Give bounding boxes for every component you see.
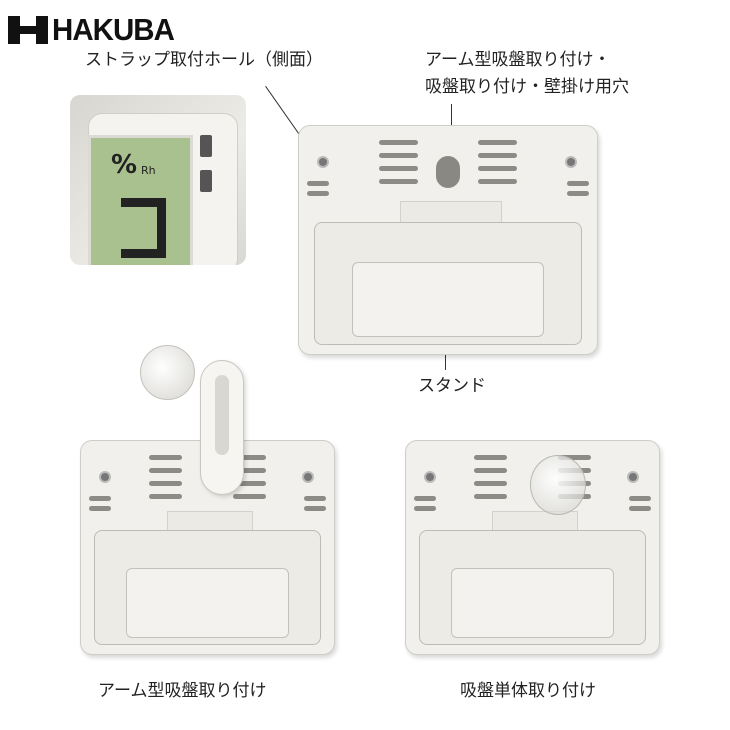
suction-cup-icon — [140, 345, 195, 400]
screw-icon — [317, 156, 329, 168]
mount-hole-label-line1: アーム型吸盤取り付け・ — [425, 50, 611, 70]
wall-hang-hole-icon — [436, 156, 460, 188]
screw-icon — [627, 471, 639, 483]
vent-slot — [149, 455, 183, 460]
vent-slot — [474, 494, 508, 499]
vent-slot — [379, 140, 419, 145]
vent-slot — [477, 153, 517, 158]
vent-slot — [477, 179, 517, 184]
vent-slot — [414, 496, 436, 501]
label-plate — [167, 511, 254, 533]
vent-slot — [477, 140, 517, 145]
vent-slot — [557, 455, 591, 460]
device-suction-view — [405, 440, 660, 655]
vent-slot — [307, 191, 329, 196]
label-plate — [400, 201, 502, 225]
vent-slot — [149, 468, 183, 473]
strap-hole-closeup: % Rh — [70, 95, 246, 265]
humidity-unit: % — [111, 150, 138, 180]
vent-slot — [232, 481, 266, 486]
vent-slot — [232, 494, 266, 499]
stand-label: スタンド — [418, 376, 486, 396]
arm-slot — [215, 375, 229, 455]
vent-slot — [567, 181, 589, 186]
lcd-screen: % Rh — [88, 135, 193, 265]
strap-leader-line — [265, 86, 301, 136]
mount-hole-label-line2: 吸盤取り付け・壁掛け用穴 — [425, 77, 629, 97]
vent-slot — [89, 496, 111, 501]
suction-cup-clear-icon — [530, 455, 586, 515]
vent-slot — [567, 191, 589, 196]
stand — [93, 530, 322, 646]
vent-slot — [304, 506, 326, 511]
stand — [313, 221, 583, 345]
strap-hole-label: ストラップ取付ホール（側面） — [85, 50, 323, 70]
vent-slot — [89, 506, 111, 511]
vent-slot — [474, 455, 508, 460]
screw-icon — [99, 471, 111, 483]
vent-slot — [379, 166, 419, 171]
vent-slot — [307, 181, 329, 186]
vent-slot — [379, 179, 419, 184]
humidity-sub: Rh — [141, 164, 156, 177]
caption-suction-only: 吸盤単体取り付け — [460, 681, 596, 701]
stand — [418, 530, 647, 646]
vent-slot — [629, 506, 651, 511]
screw-icon — [565, 156, 577, 168]
battery-cover — [126, 567, 289, 638]
hakuba-logo: HAKUBA — [8, 12, 180, 48]
vent-slot — [414, 506, 436, 511]
vent-slot — [304, 496, 326, 501]
battery-cover — [451, 567, 614, 638]
screw-icon — [302, 471, 314, 483]
suction-arm — [200, 360, 244, 495]
vent-slot — [474, 468, 508, 473]
label-plate — [492, 511, 579, 533]
vent-slot — [232, 455, 266, 460]
vent-slot — [379, 153, 419, 158]
vent-slot — [232, 468, 266, 473]
strap-hole-icon — [200, 135, 212, 157]
vent-slot — [474, 481, 508, 486]
vent-slot — [149, 481, 183, 486]
logo-text: HAKUBA — [52, 12, 175, 47]
strap-hole-icon — [200, 170, 212, 192]
vent-slot — [477, 166, 517, 171]
device-back-view — [298, 125, 598, 355]
battery-cover — [352, 261, 544, 337]
vent-slot — [149, 494, 183, 499]
caption-arm-suction: アーム型吸盤取り付け — [98, 681, 267, 701]
device-arm-suction-view — [80, 440, 335, 655]
screw-icon — [424, 471, 436, 483]
lcd-digit — [121, 198, 166, 258]
vent-slot — [629, 496, 651, 501]
hakuba-logo-mark-icon — [8, 16, 48, 44]
